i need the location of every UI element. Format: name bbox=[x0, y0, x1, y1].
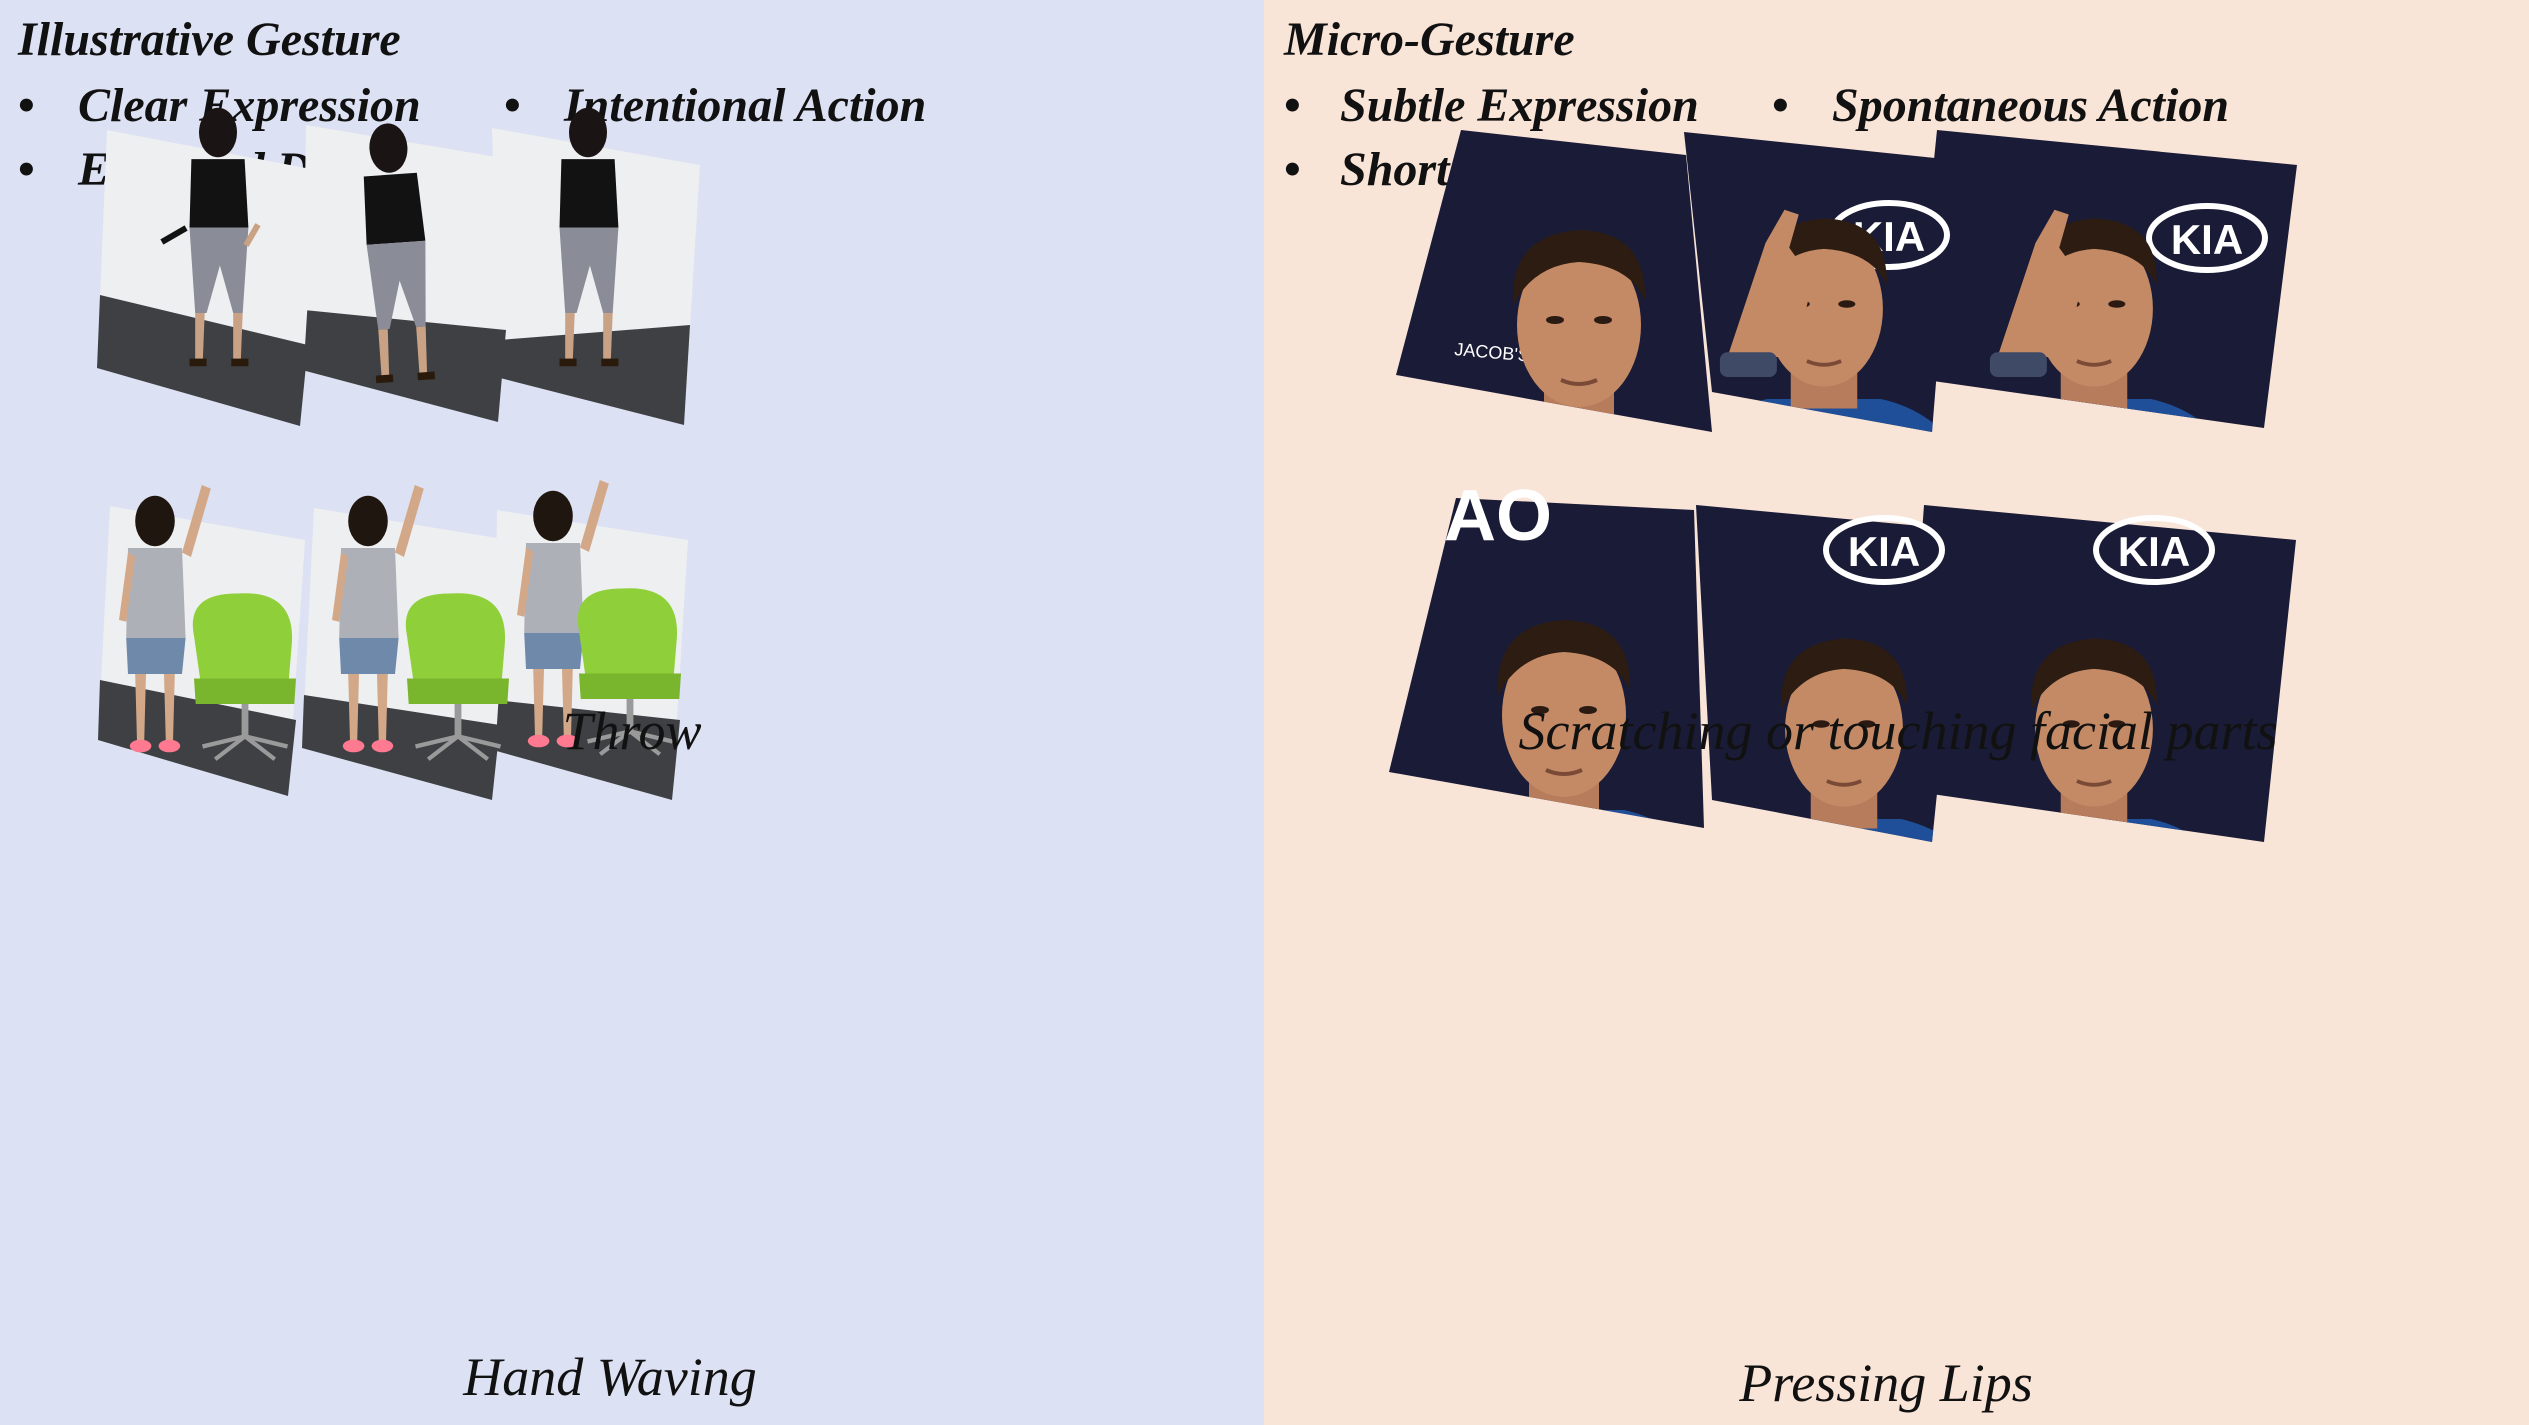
throw-frame-3 bbox=[492, 107, 700, 425]
scratch-frame-2: KIA bbox=[1684, 132, 1954, 432]
caption-pressing-lips: Pressing Lips bbox=[1739, 1353, 2033, 1413]
bullet-subtle-expression: Subtle Expression bbox=[1340, 79, 1699, 132]
kia-logo: KIA bbox=[2118, 528, 2190, 575]
micro-gesture-panel: Micro-Gesture • Subtle Expression • Spon… bbox=[1264, 0, 2529, 1425]
throw-frame-2 bbox=[302, 121, 515, 422]
micro-gesture-frames: KIA KIA KIA bbox=[1389, 130, 2297, 842]
bullet-dot: • bbox=[1772, 79, 1789, 132]
lips-frame-1: AO bbox=[1389, 476, 1704, 828]
lips-frame-3: KIA bbox=[1904, 505, 2296, 842]
illustrative-frames bbox=[97, 107, 700, 800]
illustrative-gesture-panel: Illustrative Gesture • Clear Expression … bbox=[0, 0, 1264, 1425]
illustrative-gesture-heading: Illustrative Gesture bbox=[18, 13, 401, 66]
caption-hand-waving: Hand Waving bbox=[463, 1347, 757, 1407]
ao-logo: AO bbox=[1444, 476, 1552, 556]
scratch-frame-3: KIA bbox=[1912, 130, 2297, 428]
kia-logo: KIA bbox=[1848, 528, 1920, 575]
bullet-dot: • bbox=[1284, 143, 1301, 196]
bullet-row-1: • Subtle Expression • Spontaneous Action bbox=[1284, 78, 2284, 138]
caption-scratching: Scratching or touching facial parts bbox=[1518, 701, 2278, 761]
bullet-dot: • bbox=[18, 79, 35, 132]
kia-logo: KIA bbox=[2171, 216, 2243, 263]
bullet-intentional-action: Intentional Action bbox=[564, 79, 927, 132]
wave-frame-1 bbox=[98, 485, 305, 796]
lips-frame-2: KIA bbox=[1696, 505, 1964, 842]
micro-gesture-heading: Micro-Gesture bbox=[1284, 13, 1575, 66]
bullet-row-1: • Clear Expression • Intentional Action bbox=[18, 78, 1018, 138]
scratch-frame-1: JACOB'S CREEK bbox=[1396, 130, 1712, 432]
bullet-spontaneous-action: Spontaneous Action bbox=[1832, 79, 2230, 132]
caption-throw: Throw bbox=[562, 701, 702, 761]
throw-frame-1 bbox=[97, 107, 316, 426]
bullet-dot: • bbox=[1284, 79, 1301, 132]
bullet-dot: • bbox=[18, 143, 35, 196]
bullet-dot: • bbox=[504, 79, 521, 132]
bullet-clear-expression: Clear Expression bbox=[78, 79, 421, 132]
wave-frame-2 bbox=[302, 485, 509, 800]
wave-frame-3 bbox=[493, 480, 688, 800]
